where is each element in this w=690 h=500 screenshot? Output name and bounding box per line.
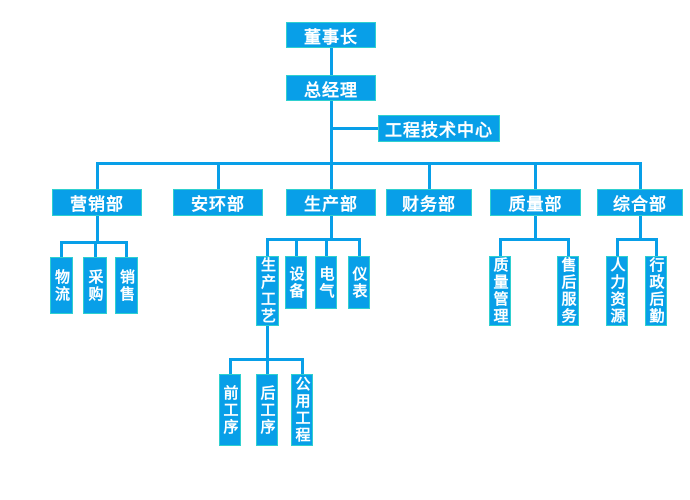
connector-quality-down xyxy=(534,216,537,240)
connector-branch-engineering-center xyxy=(330,127,378,130)
connector-stub-purchasing xyxy=(94,243,97,258)
org-node-general-affairs-dept: 综合部 xyxy=(597,189,683,216)
connector-stub-back-process xyxy=(266,360,269,375)
connector-marketing-down xyxy=(96,216,99,243)
org-node-after-sales-service: 售后服务 xyxy=(557,256,579,326)
connector-stub-front-process xyxy=(229,360,232,375)
connector-production-rail xyxy=(266,238,361,241)
org-node-back-process: 后工序 xyxy=(256,374,278,446)
connector-stub-utility-engineering xyxy=(301,360,304,375)
connector-stub-equipment xyxy=(295,240,298,257)
org-node-sales: 销售 xyxy=(115,257,138,314)
org-node-safety-env-dept: 安环部 xyxy=(173,189,263,216)
connector-production-process-down xyxy=(266,325,269,360)
org-node-production-process: 生产工艺 xyxy=(256,256,279,326)
connector-quality-rail xyxy=(499,238,570,241)
connector-stub-quality-management xyxy=(499,240,502,257)
org-node-human-resources: 人力资源 xyxy=(606,256,628,326)
connector-stub-general-affairs xyxy=(639,162,642,189)
connector-stub-finance xyxy=(428,162,431,189)
connector-general-affairs-down xyxy=(639,216,642,240)
org-node-quality-dept: 质量部 xyxy=(490,189,581,216)
connector-stub-production-process xyxy=(266,240,269,257)
connector-production-down xyxy=(330,216,333,240)
org-node-quality-management: 质量管理 xyxy=(489,256,511,326)
org-node-front-process: 前工序 xyxy=(219,374,241,446)
org-node-engineering-center: 工程技术中心 xyxy=(378,115,500,142)
connector-stub-instrument xyxy=(358,240,361,257)
org-node-electrical: 电气 xyxy=(315,256,337,309)
org-node-chairman: 董事长 xyxy=(286,22,376,48)
org-node-admin-logistics: 行政后勤 xyxy=(645,256,667,326)
connector-general-affairs-rail xyxy=(616,238,658,241)
org-node-marketing-dept: 营销部 xyxy=(52,189,142,216)
connector-stub-sales xyxy=(125,243,128,258)
connector-process-rail xyxy=(229,358,304,361)
connector-stub-human-resources xyxy=(616,240,619,257)
connector-stub-electrical xyxy=(325,240,328,257)
org-node-equipment: 设备 xyxy=(285,256,307,309)
org-node-logistics: 物流 xyxy=(50,257,73,314)
org-node-utility-engineering: 公用工程 xyxy=(291,374,313,446)
connector-chairman-gm xyxy=(330,48,333,75)
connector-stub-after-sales xyxy=(567,240,570,257)
connector-stub-marketing xyxy=(96,162,99,189)
connector-gm-trunk xyxy=(330,101,333,189)
connector-stub-admin-logistics xyxy=(655,240,658,257)
connector-departments-rail xyxy=(96,162,642,165)
org-node-production-dept: 生产部 xyxy=(286,189,376,216)
org-node-finance-dept: 财务部 xyxy=(386,189,472,216)
org-node-instrument: 仪表 xyxy=(348,256,370,309)
connector-stub-logistics xyxy=(60,243,63,258)
connector-stub-safety-env xyxy=(217,162,220,189)
org-node-general-manager: 总经理 xyxy=(286,75,376,101)
connector-stub-quality xyxy=(534,162,537,189)
org-node-purchasing: 采购 xyxy=(83,257,107,314)
connector-marketing-rail xyxy=(60,241,128,244)
